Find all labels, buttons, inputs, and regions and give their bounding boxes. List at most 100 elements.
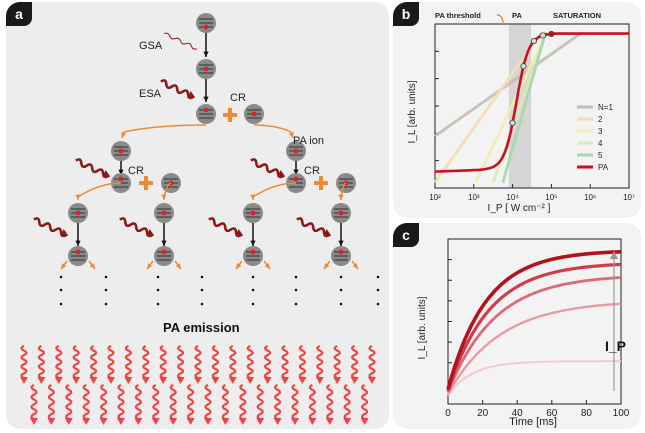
power-law-line-1 — [434, 30, 584, 138]
emitted-photon-head — [141, 377, 150, 384]
emitted-photon-head — [228, 377, 237, 384]
emitted-photon — [82, 384, 90, 420]
emitted-photon-head — [308, 418, 317, 425]
rise-curve-1 — [447, 360, 621, 396]
emitted-photon-head — [72, 377, 81, 384]
rise-curve-2 — [446, 302, 622, 395]
emitted-photon-head — [360, 418, 369, 425]
gsa-photon — [164, 32, 198, 50]
x-tick-label: 10⁵ — [545, 193, 557, 202]
continuation-dot — [294, 302, 298, 306]
pump-photon-group — [119, 217, 155, 238]
x-tick-label: 0 — [445, 408, 451, 419]
electron-dot — [75, 210, 81, 216]
legend-label: 2 — [598, 115, 603, 124]
emitted-photon-head — [82, 418, 91, 425]
emitted-photon — [107, 344, 115, 380]
emitted-photon — [90, 344, 98, 380]
panel-a-badge: a — [6, 2, 32, 26]
emitted-photon — [20, 344, 28, 380]
pa-emission-title: PA emission — [163, 320, 240, 335]
emitted-photon — [159, 344, 167, 380]
cross-bar-v — [228, 108, 232, 122]
emitted-photon — [264, 344, 272, 380]
emitted-photon — [316, 344, 324, 380]
arrowhead — [324, 263, 330, 269]
continuation-dot — [104, 288, 108, 292]
emitted-photon-head — [117, 418, 125, 425]
cr-label-top: CR — [230, 92, 246, 104]
x-tick-label: 60 — [546, 408, 558, 419]
emitted-photon — [55, 344, 63, 380]
pump-photon-group — [75, 158, 111, 179]
emitted-photon-head — [333, 377, 342, 384]
emitted-photon — [246, 344, 254, 380]
emitted-photon — [72, 344, 80, 380]
x-axis-label: I_P [ W cm⁻² ] — [488, 203, 551, 214]
legend-label: 4 — [598, 139, 603, 148]
pa-marker — [530, 37, 538, 45]
emitted-photon-head — [54, 377, 63, 384]
cr-label-left: CR — [128, 165, 144, 177]
continuation-dot — [294, 275, 298, 279]
continuation-dot — [156, 275, 160, 279]
emitted-photon-head — [298, 377, 307, 384]
continuation-dot — [156, 288, 160, 292]
arrowhead — [118, 169, 124, 175]
emitted-photon — [333, 344, 341, 380]
continuation-dot — [200, 302, 204, 306]
emitted-photon-head — [315, 377, 324, 384]
arrowhead — [352, 263, 358, 269]
emitted-photon — [221, 384, 229, 420]
emitted-photon — [351, 344, 359, 380]
arrowhead — [175, 263, 181, 269]
emitted-photon — [177, 344, 185, 380]
emitted-photon — [211, 344, 219, 380]
emitted-photon — [124, 344, 132, 380]
emitted-photon-head — [281, 377, 289, 384]
pa-marker — [509, 119, 516, 127]
emitted-photon — [194, 344, 202, 380]
pa-marker — [520, 63, 527, 70]
emitted-photon — [117, 384, 125, 420]
y-axis-label: I_L [arb. units] — [417, 296, 428, 359]
emitted-photon-head — [350, 377, 359, 384]
pump-photon-head — [146, 229, 155, 237]
pump-photon-group — [296, 217, 332, 238]
pump-photon — [160, 79, 195, 100]
panel-c-text: Time [ms] I_L [arb. units] I_P — [417, 296, 626, 428]
legend-label: 5 — [598, 151, 603, 160]
pa-cascade-labels: GSA ESA CR PA ion CR CR PA emission — [128, 40, 324, 335]
emitted-photon — [187, 384, 195, 420]
emitted-photon-head — [107, 377, 115, 384]
emitted-photon — [65, 384, 73, 420]
emitted-photon-head — [176, 377, 185, 384]
emitted-photon-head — [221, 418, 230, 425]
arrowhead — [338, 194, 344, 200]
panel-a: a GSA ESA CR PA ion CR CR PA emission — [6, 2, 389, 429]
emitted-photon — [30, 384, 38, 420]
arrowhead — [250, 240, 256, 246]
pump-photon — [75, 158, 110, 179]
emitted-photon — [169, 384, 177, 420]
emitted-photon-head — [263, 377, 272, 384]
electron-dot — [203, 66, 209, 72]
x-tick-label: 10³ — [468, 193, 480, 202]
continuation-dot — [251, 302, 255, 306]
arrowhead — [147, 263, 153, 269]
emitted-photon — [361, 384, 369, 420]
arrowhead — [264, 263, 270, 269]
pump-photon-head — [60, 229, 69, 237]
continuation-dot — [104, 275, 108, 279]
rise-curve-5 — [446, 250, 621, 390]
rise-curve-4 — [446, 262, 622, 392]
arrowhead — [203, 51, 209, 57]
power-law-line-2 — [433, 31, 543, 184]
emitted-photon-head — [20, 377, 28, 384]
threshold-pointer — [496, 14, 504, 25]
emitted-photon — [37, 344, 45, 380]
pump-photon — [296, 217, 331, 238]
emitted-photon — [343, 384, 351, 420]
power-law-line-5 — [501, 31, 548, 183]
emitted-photon — [326, 384, 334, 420]
